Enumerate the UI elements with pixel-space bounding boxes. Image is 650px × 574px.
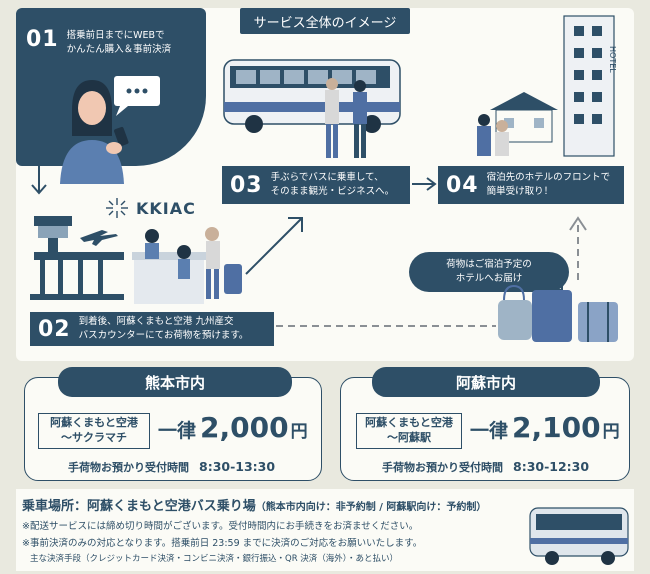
- hours-label: 手荷物お預かり受付時間: [68, 461, 189, 474]
- route-kumamoto-to: ～サクラマチ: [61, 431, 127, 444]
- step-01-line-2: かんたん購入＆事前決済: [66, 43, 172, 55]
- step-04-line-1: 宿泊先のホテルのフロントで: [486, 172, 611, 184]
- step-01-text: 搭乗前日までにWEBで かんたん購入＆事前決済: [67, 29, 172, 57]
- overview-title: サービス全体のイメージ: [240, 8, 410, 34]
- price-value: 2,100: [512, 411, 601, 444]
- price-value: 2,000: [200, 411, 289, 444]
- step-04-box: 04 宿泊先のホテルのフロントで 簡単受け取り！: [438, 166, 624, 204]
- airport-bus-illustration: [529, 507, 629, 565]
- step-03-text: 手ぶらでバスに乗車して、 そのまま観光・ビジネスへ。: [271, 171, 395, 199]
- fare-card-kumamoto-tab: 熊本市内: [58, 367, 292, 397]
- kkiac-logo: KKIAC: [104, 197, 196, 219]
- sparkle-icon: [106, 198, 128, 218]
- hours-value: 8:30-13:30: [199, 459, 276, 474]
- step-04-number: 04: [446, 172, 479, 198]
- right-arrow-icon: [412, 177, 437, 191]
- step-02-text: 到着後、阿蘇くまもと空港 九州産交 バスカウンターにてお荷物を預けます。: [79, 315, 249, 343]
- fare-card-kumamoto-route: 阿蘇くまもと空港 ～サクラマチ: [38, 413, 150, 449]
- step-02-line-2: バスカウンターにてお荷物を預けます。: [78, 330, 249, 341]
- route-aso-from: 阿蘇くまもと空港: [365, 416, 453, 430]
- route-kumamoto-from: 阿蘇くまもと空港: [50, 416, 138, 430]
- luggage-illustration: [498, 281, 618, 342]
- step-02-box: 02 到着後、阿蘇くまもと空港 九州産交 バスカウンターにてお荷物を預けます。: [30, 312, 274, 346]
- fare-card-aso-price: 一律 2,100 円: [470, 411, 620, 444]
- hours-value: 8:30-12:30: [513, 459, 590, 474]
- step-03-line-1: 手ぶらでバスに乗車して、: [270, 172, 384, 184]
- boarding-heading-note: （熊本市内向け：非予約制 / 阿蘇駅向け：予約制）: [255, 502, 487, 513]
- bus-travelers-illustration: [223, 59, 401, 158]
- price-prefix: 一律: [158, 420, 197, 442]
- step-02-number: 02: [38, 316, 71, 342]
- fare-card-kumamoto-price: 一律 2,000 円: [158, 411, 308, 444]
- price-unit: 円: [602, 422, 620, 442]
- step-03-line-2: そのまま観光・ビジネスへ。: [270, 186, 395, 197]
- price-prefix: 一律: [470, 420, 509, 442]
- hotel-illustration: HOTEL: [477, 15, 617, 157]
- kkiac-logo-text: KKIAC: [136, 198, 196, 218]
- step-03-box: 03 手ぶらでバスに乗車して、 そのまま観光・ビジネスへ。: [222, 166, 410, 204]
- step-01-line-1: 搭乗前日までにWEBで: [66, 30, 165, 41]
- hours-label: 手荷物お預かり受付時間: [382, 461, 503, 474]
- hotel-sign-text: HOTEL: [608, 46, 617, 73]
- step-03-number: 03: [230, 172, 263, 198]
- boarding-heading-main: 乗車場所：阿蘇くまもと空港バス乗り場: [22, 499, 256, 514]
- step-01-panel: [16, 8, 206, 166]
- fare-card-aso-route: 阿蘇くまもと空港 ～阿蘇駅: [356, 413, 462, 449]
- boarding-heading: 乗車場所：阿蘇くまもと空港バス乗り場（熊本市内向け：非予約制 / 阿蘇駅向け：予…: [22, 495, 486, 514]
- delivery-route-dashed: [276, 216, 587, 327]
- step-04-text: 宿泊先のホテルのフロントで 簡単受け取り！: [487, 171, 611, 199]
- boarding-note-1: ※配送サービスには締め切り時間がございます。受付時間内にお手続きをお済ませくださ…: [22, 521, 419, 532]
- price-unit: 円: [290, 422, 308, 442]
- bus-counter-illustration: [132, 227, 242, 304]
- woman-with-phone-illustration: [60, 76, 160, 184]
- airport-terminal-illustration: [30, 216, 124, 300]
- fare-card-kumamoto-hours: 手荷物お預かり受付時間 8:30-13:30: [68, 459, 275, 475]
- down-arrow-icon: [31, 166, 47, 195]
- route-aso-to: ～阿蘇駅: [387, 431, 431, 444]
- fare-card-aso-hours: 手荷物お預かり受付時間 8:30-12:30: [382, 459, 589, 475]
- boarding-note-2: ※事前決済のみの対応となります。搭乗前日 23:59 までに決済のご対応をお願い…: [22, 538, 423, 549]
- step-04-line-2: 簡単受け取り！: [486, 186, 554, 197]
- step-02-line-1: 到着後、阿蘇くまもと空港 九州産交: [78, 316, 234, 328]
- step-01-label: 01 搭乗前日までにWEBで かんたん購入＆事前決済: [26, 27, 171, 57]
- boarding-note-3: 主な決済手段（クレジットカード決済・コンビニ決済・銀行振込・QR 決済（海外）・…: [30, 554, 399, 564]
- step-01-number: 01: [26, 27, 59, 52]
- fare-card-aso-tab: 阿蘇市内: [372, 367, 600, 397]
- diagonal-arrow-icon: [245, 217, 303, 275]
